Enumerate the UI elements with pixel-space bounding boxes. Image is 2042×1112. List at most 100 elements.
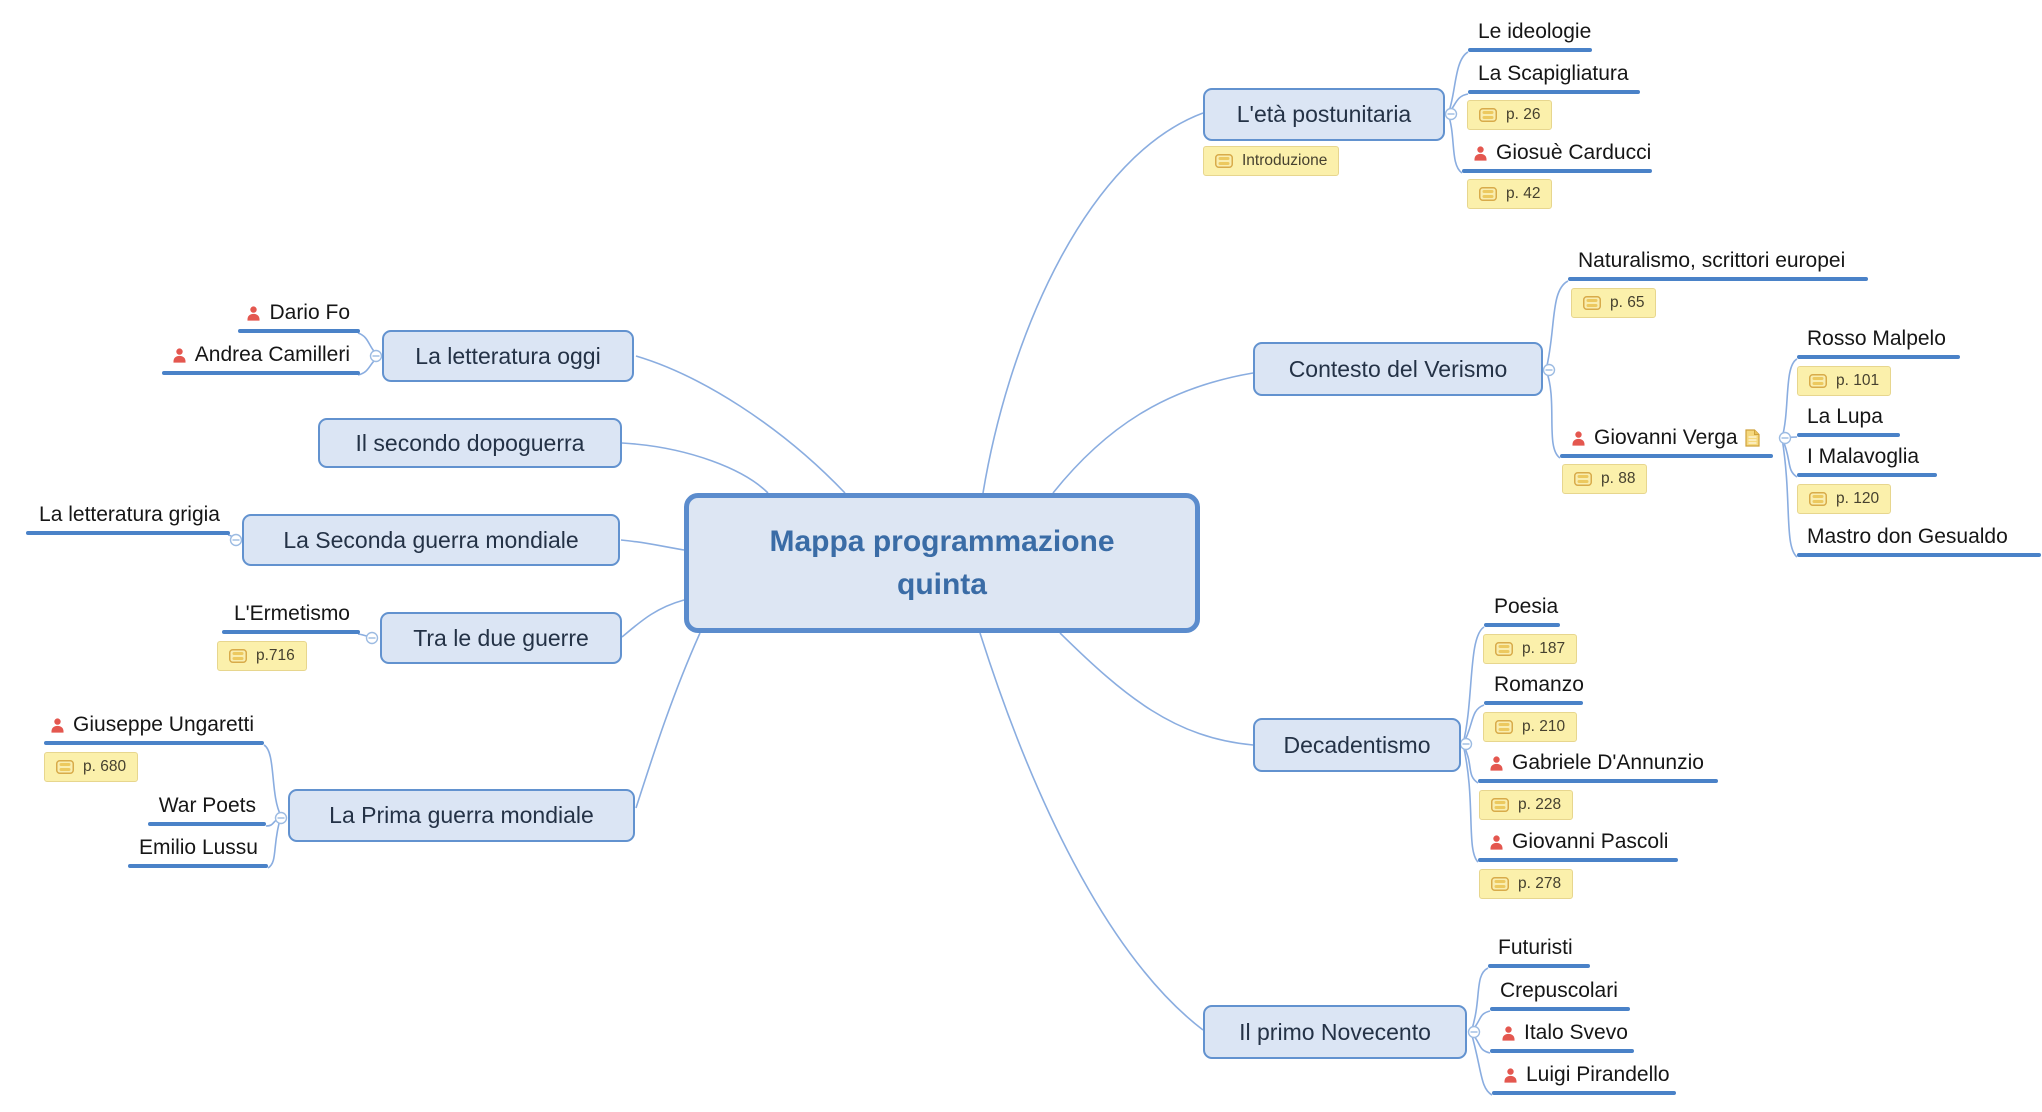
node-dario-fo[interactable]: Dario Fo	[238, 300, 360, 333]
collapse-handle[interactable]	[1444, 107, 1458, 121]
node-decadentismo[interactable]: Decadentismo	[1253, 718, 1461, 772]
node-underline	[128, 864, 268, 868]
edge	[263, 744, 282, 817]
leaf-text: Le ideologie	[1478, 20, 1592, 43]
person-icon	[1488, 755, 1505, 772]
collapse-handle[interactable]	[1542, 363, 1556, 377]
badge-page[interactable]: p. 210	[1483, 712, 1578, 742]
node-gabriele-dannunzio[interactable]: Gabriele D'Annunzio	[1478, 750, 1718, 783]
leaf-text: La Scapigliatura	[1478, 62, 1629, 85]
node-eta-postunitaria[interactable]: L'età postunitaria	[1203, 88, 1445, 141]
badge-page[interactable]: p. 680	[44, 752, 139, 782]
node-mastro-don-gesualdo[interactable]: Mastro don Gesualdo	[1797, 524, 2041, 557]
node-naturalismo[interactable]: Naturalismo, scrittori europei	[1568, 248, 1868, 281]
node-prima-guerra-mondiale[interactable]: La Prima guerra mondiale	[288, 789, 635, 842]
node-root[interactable]: Mappa programmazione quinta	[684, 493, 1200, 633]
badge-page[interactable]: p. 228	[1479, 790, 1574, 820]
edge	[1470, 1031, 1493, 1096]
node-contesto-verismo[interactable]: Contesto del Verismo	[1253, 342, 1543, 396]
node-luigi-pirandello[interactable]: Luigi Pirandello	[1492, 1062, 1676, 1095]
node-giovanni-pascoli[interactable]: Giovanni Pascoli	[1478, 829, 1678, 862]
badge-page[interactable]: p. 187	[1483, 634, 1578, 664]
node-letteratura-grigia[interactable]: La letteratura grigia	[26, 502, 230, 535]
collapse-handle[interactable]	[365, 631, 379, 645]
node-crepuscolari[interactable]: Crepuscolari	[1490, 978, 1630, 1011]
node-underline	[1462, 169, 1652, 173]
leaf-text: Gabriele D'Annunzio	[1512, 751, 1704, 774]
edge	[1781, 436, 1798, 439]
badge-page[interactable]: p. 26	[1467, 100, 1553, 130]
root-label: Mappa programmazione quinta	[769, 524, 1115, 602]
leaf-text: Crepuscolari	[1500, 979, 1618, 1002]
node-emilio-lussu[interactable]: Emilio Lussu	[128, 835, 268, 868]
node-primo-novecento[interactable]: Il primo Novecento	[1203, 1005, 1467, 1059]
node-underline	[1468, 48, 1592, 52]
node-underline	[1797, 433, 1900, 437]
node-underline	[1797, 553, 2041, 557]
node-rosso-malpelo[interactable]: Rosso Malpelo	[1797, 326, 1960, 359]
attribute-icon	[1809, 374, 1827, 388]
node-underline	[1490, 1007, 1630, 1011]
collapse-handle[interactable]	[1778, 431, 1792, 445]
node-la-lupa[interactable]: La Lupa	[1797, 404, 1900, 437]
node-romanzo[interactable]: Romanzo	[1484, 672, 1584, 705]
leaf-text: La Lupa	[1807, 405, 1883, 428]
node-label: Tra le due guerre	[413, 624, 589, 651]
node-tra-le-due-guerre[interactable]: Tra le due guerre	[380, 612, 622, 664]
attribute-icon	[1479, 187, 1497, 201]
node-letteratura-oggi[interactable]: La letteratura oggi	[382, 330, 634, 382]
node-italo-svevo[interactable]: Italo Svevo	[1490, 1020, 1634, 1053]
leaf-text: Giovanni Pascoli	[1512, 830, 1669, 853]
collapse-handle[interactable]	[1467, 1025, 1481, 1039]
attribute-icon	[1495, 642, 1513, 656]
leaf-text: Rosso Malpelo	[1807, 327, 1946, 350]
leaf-text: Giuseppe Ungaretti	[73, 713, 254, 736]
badge-introduzione[interactable]: Introduzione	[1203, 146, 1340, 176]
leaf-text: War Poets	[158, 794, 256, 817]
badge-text: p. 187	[1522, 640, 1566, 657]
node-giovanni-verga[interactable]: Giovanni Verga	[1560, 425, 1773, 458]
person-icon	[1488, 834, 1505, 851]
node-underline	[44, 741, 264, 745]
badge-page[interactable]: p. 278	[1479, 869, 1574, 899]
badge-page[interactable]: p. 88	[1562, 464, 1648, 494]
collapse-handle[interactable]	[274, 811, 288, 825]
node-label: Decadentismo	[1283, 731, 1431, 758]
node-label: Il secondo dopoguerra	[355, 429, 585, 456]
node-secondo-dopoguerra[interactable]: Il secondo dopoguerra	[318, 418, 622, 468]
edge	[1470, 1010, 1491, 1033]
node-poesia[interactable]: Poesia	[1484, 594, 1560, 627]
attribute-icon	[1215, 154, 1233, 168]
badge-page[interactable]: p. 42	[1467, 179, 1553, 209]
collapse-handle[interactable]	[1459, 737, 1473, 751]
edge	[1447, 113, 1463, 174]
node-underline	[1478, 779, 1718, 783]
node-le-ideologie[interactable]: Le ideologie	[1468, 19, 1592, 52]
node-futuristi[interactable]: Futuristi	[1488, 935, 1590, 968]
badge-page[interactable]: p. 120	[1797, 484, 1892, 514]
node-la-scapigliatura[interactable]: La Scapigliatura	[1468, 61, 1640, 94]
node-seconda-guerra-mondiale[interactable]: La Seconda guerra mondiale	[242, 514, 620, 566]
collapse-handle[interactable]	[229, 533, 243, 547]
node-underline	[1560, 454, 1773, 458]
node-giuseppe-ungaretti[interactable]: Giuseppe Ungaretti	[44, 712, 264, 745]
attribute-icon	[56, 760, 74, 774]
node-underline	[1490, 1049, 1634, 1053]
node-ermetismo[interactable]: L'Ermetismo	[222, 601, 360, 634]
badge-page[interactable]: p. 101	[1797, 366, 1892, 396]
badge-page[interactable]: p. 65	[1571, 288, 1657, 318]
edge	[635, 355, 846, 494]
collapse-handle[interactable]	[369, 349, 383, 363]
node-underline	[238, 329, 360, 333]
person-icon	[1570, 430, 1587, 447]
node-i-malavoglia[interactable]: I Malavoglia	[1797, 444, 1937, 477]
leaf-text: Emilio Lussu	[138, 836, 258, 859]
leaf-text: Giosuè Carducci	[1496, 141, 1652, 164]
leaf-text: L'Ermetismo	[233, 602, 350, 625]
node-giosue-carducci[interactable]: Giosuè Carducci	[1462, 140, 1652, 173]
leaf-text: Poesia	[1494, 595, 1559, 618]
badge-page[interactable]: p.716	[217, 641, 307, 671]
node-andrea-camilleri[interactable]: Andrea Camilleri	[162, 342, 360, 375]
node-war-poets[interactable]: War Poets	[148, 793, 266, 826]
edge	[1447, 93, 1469, 115]
